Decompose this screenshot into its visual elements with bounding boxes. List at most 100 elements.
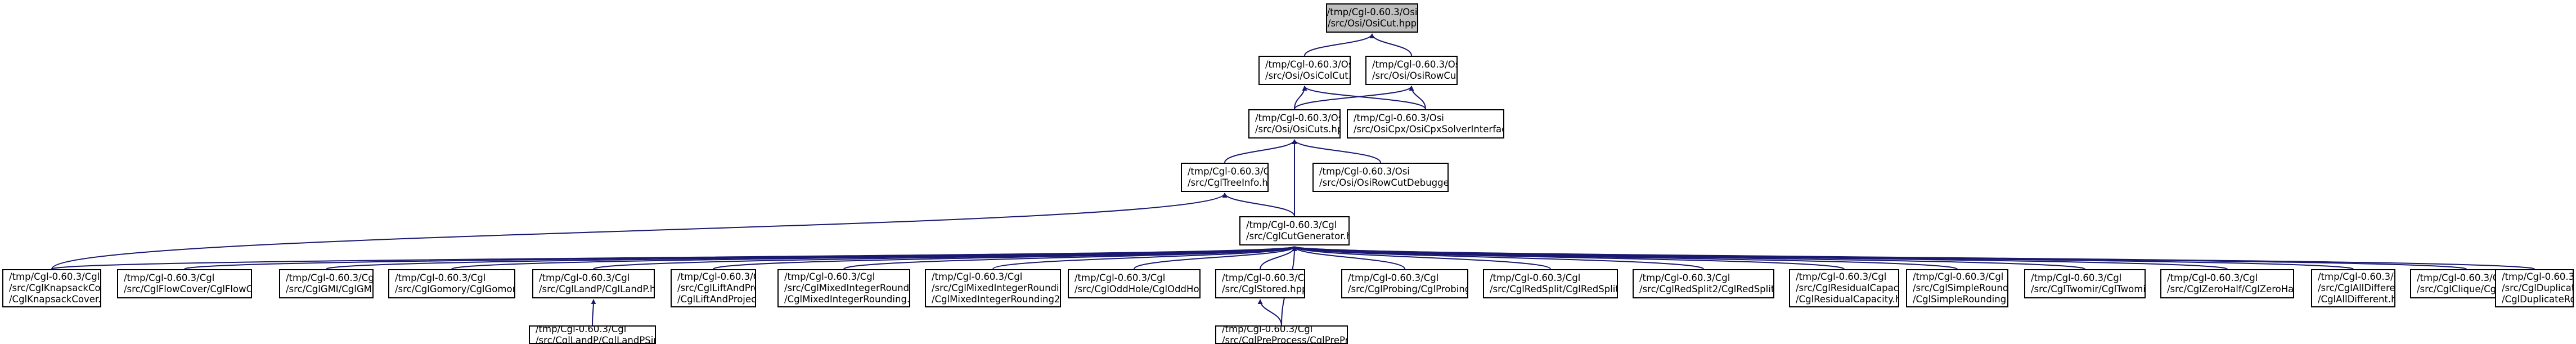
graph-node-n17[interactable]: /tmp/Cgl-0.60.3/Cgl/src/CglStored.hpp <box>1215 269 1305 298</box>
edge-n7-to-n5 <box>1222 193 1295 217</box>
node-label-line: /src/CglProbing/CglProbing.hpp <box>1348 284 1467 294</box>
node-label-line: /tmp/Cgl-0.60.3/Cgl <box>932 271 1023 282</box>
node-label-line: /tmp/Cgl-0.60.3/Osi <box>1354 113 1444 123</box>
node-label-line: /CglSimpleRounding.hpp <box>1913 294 2008 305</box>
graph-node-n5[interactable]: /tmp/Cgl-0.60.3/Cgl/src/CglTreeInfo.hpp <box>1181 163 1269 192</box>
node-label-line: /CglDuplicateRow.hpp <box>2502 294 2574 305</box>
node-label-line: /tmp/Cgl-0.60.3/Osi <box>1327 7 1418 17</box>
node-label-line: /src/CglGMI/CglGMI.hpp <box>286 284 372 294</box>
graph-node-n18[interactable]: /tmp/Cgl-0.60.3/Cgl/src/CglProbing/CglPr… <box>1341 269 1468 298</box>
graph-node-n10[interactable]: /tmp/Cgl-0.60.3/Cgl/src/CglGMI/CglGMI.hp… <box>279 269 374 298</box>
node-label-line: /tmp/Cgl-0.60.3/Cgl <box>2318 271 2394 282</box>
node-label-line: /tmp/Cgl-0.60.3/Cgl <box>539 272 630 283</box>
node-label-line: /tmp/Cgl-0.60.3/Cgl <box>1075 272 1166 283</box>
graph-node-n14[interactable]: /tmp/Cgl-0.60.3/Cgl/src/CglMixedIntegerR… <box>777 269 910 307</box>
node-label-line: /src/CglZeroHalf/CglZeroHalf.hpp <box>2167 284 2294 294</box>
node-label-line: /tmp/Cgl-0.60.3/Cgl <box>2417 272 2508 283</box>
graph-node-n8[interactable]: /tmp/Cgl-0.60.3/Cgl/src/CglKnapsackCover… <box>2 269 101 307</box>
edge-n4-to-n2 <box>1409 86 1426 110</box>
node-label-line: /tmp/Cgl-0.60.3/Cgl <box>286 272 374 283</box>
graph-node-n28[interactable]: /tmp/Cgl-0.60.3/Cgl/src/CglLandP/CglLand… <box>529 325 656 344</box>
graph-node-n9[interactable]: /tmp/Cgl-0.60.3/Cgl/src/CglFlowCover/Cgl… <box>117 269 252 298</box>
edge-n4-to-n1 <box>1302 86 1426 110</box>
node-label-line: /tmp/Cgl-0.60.3/Cgl <box>1913 271 2004 282</box>
graph-node-n22[interactable]: /tmp/Cgl-0.60.3/Cgl/src/CglSimpleRoundin… <box>1906 269 2008 307</box>
node-label-line: /tmp/Cgl-0.60.3/Cgl <box>784 271 875 282</box>
graph-node-n1[interactable]: /tmp/Cgl-0.60.3/Osi/src/Osi/OsiColCut.hp… <box>1258 56 1351 85</box>
node-label-line: /src/CglDuplicateRow <box>2502 283 2573 293</box>
node-label-line: /src/CglLiftAndProject <box>677 283 755 293</box>
edge-n15-to-n7 <box>992 246 1297 270</box>
graph-node-n15[interactable]: /tmp/Cgl-0.60.3/Cgl/src/CglMixedIntegerR… <box>925 269 1061 307</box>
node-label-line: /src/CglRedSplit/CglRedSplit.hpp <box>1490 284 1618 294</box>
node-label-line: /src/CglLandP/CglLandP.hpp <box>539 284 655 294</box>
node-label-line: /CglLiftAndProject.hpp <box>677 294 756 305</box>
edge-n14-to-n7 <box>843 246 1297 270</box>
edge-n6-to-n3 <box>1292 139 1381 163</box>
graph-node-n2[interactable]: /tmp/Cgl-0.60.3/Osi/src/Osi/OsiRowCut.hp… <box>1365 56 1458 85</box>
graph-node-n24[interactable]: /tmp/Cgl-0.60.3/Cgl/src/CglZeroHalf/CglZ… <box>2160 269 2294 298</box>
graph-node-n21[interactable]: /tmp/Cgl-0.60.3/Cgl/src/CglResidualCapac… <box>1789 269 1899 307</box>
graph-node-n23[interactable]: /tmp/Cgl-0.60.3/Cgl/src/CglTwomir/CglTwo… <box>2024 269 2146 298</box>
graph-node-n4[interactable]: /tmp/Cgl-0.60.3/Osi/src/OsiCpx/OsiCpxSol… <box>1347 109 1504 139</box>
node-label-line: /tmp/Cgl-0.60.3/Cgl <box>9 271 100 282</box>
node-label-line: /src/CglStored.hpp <box>1222 284 1305 294</box>
node-label-line: /src/CglRedSplit2/CglRedSplit2.hpp <box>1639 284 1774 294</box>
node-label-line: /tmp/Cgl-0.60.3/Cgl <box>1490 272 1581 283</box>
graph-node-n3[interactable]: /tmp/Cgl-0.60.3/Osi/src/Osi/OsiCuts.hpp <box>1248 109 1341 139</box>
node-label-line: /CglKnapsackCover.hpp <box>9 294 101 305</box>
graph-node-n11[interactable]: /tmp/Cgl-0.60.3/Cgl/src/CglGomory/CglGom… <box>388 269 515 298</box>
graph-node-n27[interactable]: /tmp/Cgl-0.60.3/Cgl/src/CglDuplicateRow/… <box>2495 269 2574 307</box>
root-node-osicut[interactable]: /tmp/Cgl-0.60.3/Osi/src/Osi/OsiCut.hpp <box>1326 3 1418 33</box>
node-label-line: /src/Osi/OsiRowCutDebugger.hpp <box>1319 177 1449 188</box>
graph-node-n6[interactable]: /tmp/Cgl-0.60.3/Osi/src/Osi/OsiRowCutDeb… <box>1312 163 1449 192</box>
node-label-line: /CglAllDifferent.hpp <box>2318 294 2394 305</box>
node-label-line: /src/CglOddHole/CglOddHole.hpp <box>1075 284 1199 294</box>
edge-n16-to-n7 <box>1134 246 1297 270</box>
node-label-line: /tmp/Cgl-0.60.3/Cgl <box>1246 220 1337 230</box>
node-label-line: /tmp/Cgl-0.60.3/Cgl <box>1796 271 1887 282</box>
node-label-line: /tmp/Cgl-0.60.3/Cgl <box>536 325 627 334</box>
edge-n19-to-n7 <box>1292 246 1551 270</box>
node-label-line: /tmp/Cgl-0.60.3/Cgl <box>395 272 486 283</box>
node-label-line: /src/Osi/OsiColCut.hpp <box>1265 70 1351 81</box>
node-label-line: /src/CglSimpleRounding <box>1913 283 2008 293</box>
node-label-line: /tmp/Cgl-0.60.3/Cgl <box>1348 272 1439 283</box>
node-label-line: /tmp/Cgl-0.60.3/Osi <box>1372 59 1458 70</box>
node-label-line: /src/CglMixedIntegerRounding2 <box>932 283 1060 293</box>
edge-n28-to-n12 <box>591 299 596 326</box>
node-label-line: /CglMixedIntegerRounding2.hpp <box>932 294 1060 305</box>
node-label-line: /tmp/Cgl-0.60.3/Cgl <box>1222 272 1305 283</box>
node-label-line: /src/CglCutGenerator.hpp <box>1246 231 1348 242</box>
graph-node-n29[interactable]: /tmp/Cgl-0.60.3/Cgl/src/CglPreProcess/Cg… <box>1215 325 1348 344</box>
node-label-line: /src/Osi/OsiCuts.hpp <box>1255 124 1341 135</box>
edge-n5-to-n3 <box>1224 139 1297 163</box>
node-label-line: /tmp/Cgl-0.60.3/Cgl <box>1639 272 1730 283</box>
node-label-line: /tmp/Cgl-0.60.3/Osi <box>1319 166 1410 177</box>
graph-node-n12[interactable]: /tmp/Cgl-0.60.3/Cgl/src/CglLandP/CglLand… <box>532 269 655 298</box>
node-label-line: /src/CglTreeInfo.hpp <box>1188 177 1268 188</box>
node-label-line: /tmp/Cgl-0.60.3/Cgl <box>2031 272 2122 283</box>
edge-n3-to-n2 <box>1294 86 1414 110</box>
graph-node-n20[interactable]: /tmp/Cgl-0.60.3/Cgl/src/CglRedSplit2/Cgl… <box>1633 269 1774 298</box>
edge-n27-to-n7 <box>1292 246 2535 270</box>
node-label-line: /CglMixedIntegerRounding.hpp <box>784 294 910 305</box>
node-label-line: /tmp/Cgl-0.60.3/Cgl <box>677 271 755 282</box>
graph-node-n25[interactable]: /tmp/Cgl-0.60.3/Cgl/src/CglAllDifferent/… <box>2311 269 2395 307</box>
graph-node-n13[interactable]: /tmp/Cgl-0.60.3/Cgl/src/CglLiftAndProjec… <box>671 269 756 307</box>
node-label-line: /tmp/Cgl-0.60.3/Cgl <box>2502 271 2573 282</box>
node-label-line: /tmp/Cgl-0.60.3/Osi <box>1255 113 1341 123</box>
node-label-line: /src/CglTwomir/CglTwomir.hpp <box>2031 284 2146 294</box>
node-label-line: /src/CglPreProcess/CglPreProcess.hpp <box>1222 334 1348 344</box>
node-label-line: /src/CglGomory/CglGomory.hpp <box>395 284 514 294</box>
graph-node-n7[interactable]: /tmp/Cgl-0.60.3/Cgl/src/CglCutGenerator.… <box>1239 216 1350 245</box>
node-label-line: /tmp/Cgl-0.60.3/Cgl <box>124 272 215 283</box>
node-label-line: /tmp/Cgl-0.60.3/Cgl <box>2167 272 2258 283</box>
edge-n2-to-n0 <box>1369 33 1412 56</box>
graph-node-n19[interactable]: /tmp/Cgl-0.60.3/Cgl/src/CglRedSplit/CglR… <box>1483 269 1618 298</box>
node-label-line: /src/Osi/OsiCut.hpp <box>1327 18 1417 29</box>
graph-node-n16[interactable]: /tmp/Cgl-0.60.3/Cgl/src/CglOddHole/CglOd… <box>1068 269 1201 298</box>
node-label-line: /src/CglResidualCapacity <box>1796 283 1899 293</box>
edge-n8-to-n5 <box>51 193 1228 270</box>
